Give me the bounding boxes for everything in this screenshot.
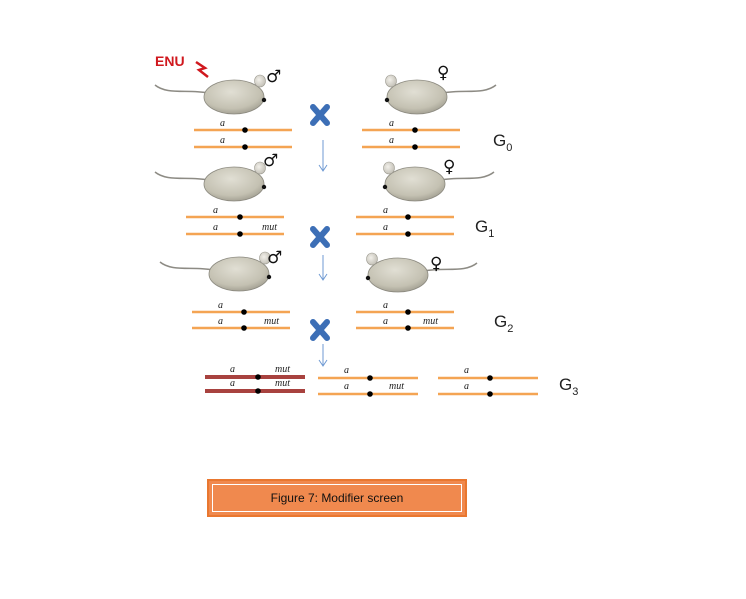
svg-text:a: a [389, 135, 394, 146]
svg-text:mut: mut [275, 378, 290, 389]
svg-text:a: a [230, 364, 235, 375]
generation-label-g3: G3 [559, 375, 578, 398]
chromosome-pair-g3-wildtype: a a [438, 365, 538, 397]
svg-text:a: a [383, 205, 388, 216]
down-arrow-1 [318, 140, 328, 172]
female-icon: ♀ [430, 254, 442, 274]
mouse-g2-female [365, 252, 478, 293]
svg-text:a: a [383, 300, 388, 311]
chromosome-pair-g0-right: a a [362, 118, 460, 150]
chromosome-pair-g2-right: a a mut [356, 300, 454, 331]
caption-inner-border [212, 484, 462, 512]
svg-text:mut: mut [389, 381, 404, 392]
svg-text:a: a [218, 316, 223, 327]
chromosome-pair-g1-right: a a [356, 205, 454, 237]
down-arrow-2 [318, 255, 328, 281]
svg-text:a: a [344, 365, 349, 376]
svg-text:a: a [213, 222, 218, 233]
cross-icon [313, 229, 327, 245]
svg-text:mut: mut [264, 316, 279, 327]
enu-label: ENU [155, 53, 185, 69]
mouse-g2-male [159, 251, 272, 292]
generation-label-g0: G0 [493, 131, 512, 154]
mouse-g1-male [154, 161, 267, 202]
svg-text:a: a [464, 365, 469, 376]
cross-icon [313, 107, 327, 123]
down-arrow-3 [318, 344, 328, 367]
chromosome-pair-g1-left: a a mut [186, 205, 284, 237]
svg-text:a: a [389, 118, 394, 129]
svg-text:mut: mut [275, 364, 290, 375]
female-icon: ♀ [437, 63, 449, 83]
svg-text:mut: mut [262, 222, 277, 233]
svg-text:a: a [464, 381, 469, 392]
figure-caption-box: Figure 7: Modifier screen [207, 479, 467, 517]
chromosome-pair-g0-left: a a [194, 118, 292, 150]
chromosome-pair-g2-left: a a mut [192, 300, 290, 331]
figure-caption: Figure 7: Modifier screen [270, 491, 404, 505]
male-icon: ♂ [263, 151, 278, 171]
cross-icon [313, 322, 327, 338]
mouse-g0-male [154, 74, 267, 115]
svg-text:a: a [220, 135, 225, 146]
chromosome-pair-g3-heterozygous: a a mut [318, 365, 418, 397]
svg-text:a: a [213, 205, 218, 216]
svg-text:a: a [344, 381, 349, 392]
svg-text:a: a [220, 118, 225, 129]
female-icon: ♀ [443, 157, 455, 177]
male-icon: ♂ [266, 67, 281, 87]
svg-text:a: a [218, 300, 223, 311]
male-icon: ♂ [267, 248, 282, 268]
svg-text:a: a [383, 222, 388, 233]
chromosome-pair-g3-homozygous: a a mut mut [205, 364, 305, 394]
svg-text:mut: mut [423, 316, 438, 327]
svg-text:a: a [383, 316, 388, 327]
svg-text:a: a [230, 378, 235, 389]
generation-label-g2: G2 [494, 312, 513, 335]
mouse-g1-female [382, 161, 495, 202]
lightning-icon [195, 60, 209, 78]
generation-label-g1: G1 [475, 217, 494, 240]
